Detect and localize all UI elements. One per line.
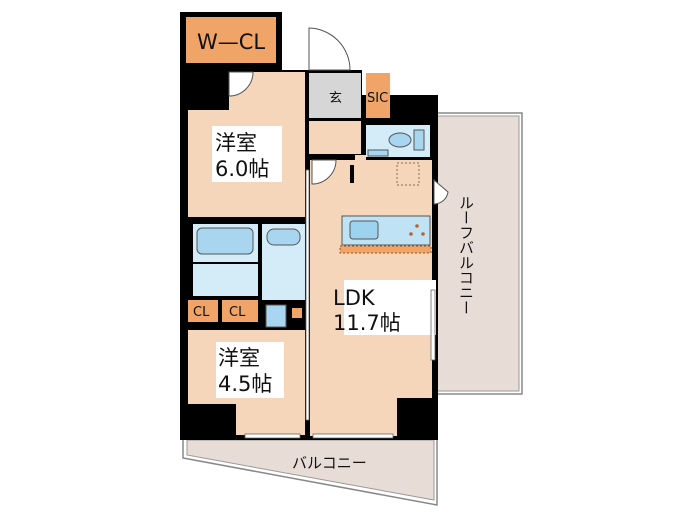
windows (244, 169, 436, 439)
washroom (193, 264, 258, 296)
toilet-icon (388, 132, 412, 148)
closet-2 (222, 300, 258, 322)
bedroom-6-size: 6.0帖 (215, 157, 269, 181)
door-swing-roof-balcony (433, 178, 449, 205)
balcony-label: バルコニー (292, 454, 367, 472)
walk-in-closet-label: W—CL (197, 30, 265, 54)
washbasin-icon (266, 228, 301, 246)
door-swing-ldk (311, 159, 337, 185)
closet-1 (188, 300, 218, 322)
balcony (182, 436, 438, 506)
entrance-label: 玄 (329, 91, 342, 106)
bedroom-4-5-name: 洋室 (218, 346, 260, 370)
closet-1-label: CL (193, 305, 210, 320)
bathtub-icon (196, 227, 254, 255)
stove-icon (409, 224, 425, 236)
roof-balcony (433, 112, 523, 395)
walk-in-closet (186, 17, 276, 63)
roof-balcony-label: ルーフバルコニー (457, 195, 475, 315)
sink-icon (349, 220, 379, 240)
entrance (309, 73, 361, 118)
fridge-space (396, 162, 420, 186)
ldk-size: 11.7帖 (333, 311, 401, 335)
counter-dashed (339, 245, 432, 254)
shoe-closet (366, 73, 390, 118)
shoe-closet-label: SIC (367, 91, 388, 106)
closet-2-label: CL (229, 305, 246, 320)
door-swing-bedroom-6 (228, 71, 254, 97)
bedroom-4-5-size: 4.5帖 (218, 372, 272, 396)
bedroom-6-name: 洋室 (215, 131, 257, 155)
washing-machine-icon (265, 304, 287, 328)
ldk-name: LDK (333, 286, 376, 310)
entry-door-icon (308, 27, 351, 71)
